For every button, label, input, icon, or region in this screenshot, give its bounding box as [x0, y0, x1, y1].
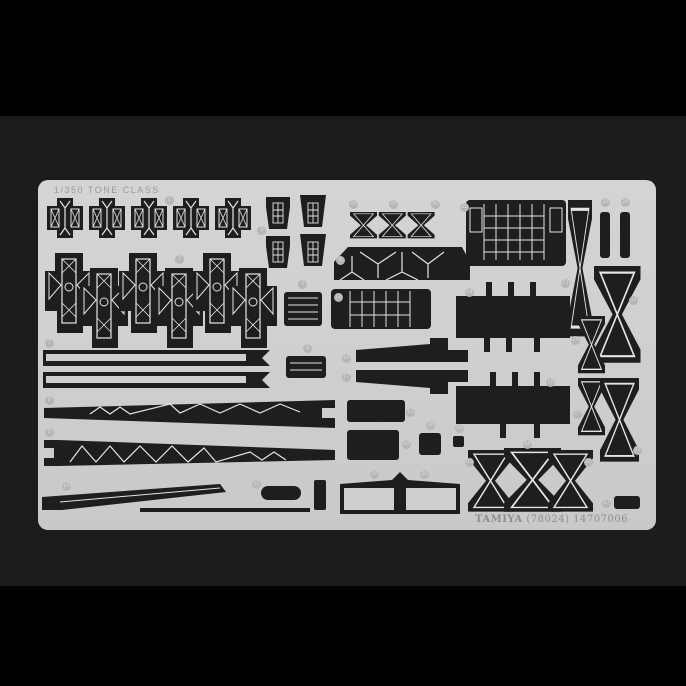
part-24-25-rails: [600, 212, 630, 258]
part-36: [453, 436, 464, 447]
part-number-12: 12: [460, 203, 469, 212]
part-number-34: 34: [523, 440, 532, 449]
part-21-long-hourglass: [566, 198, 594, 338]
part-10-arm: [42, 484, 310, 512]
part-1-frames: [46, 197, 252, 239]
part-28-30-hourglasses: [349, 211, 436, 239]
part-number-11: 11: [252, 480, 261, 489]
part-number-5: 5: [303, 344, 312, 353]
part-number-15: 15: [546, 378, 555, 387]
part-number-27: 27: [573, 410, 582, 419]
part-13-grid: [331, 289, 431, 329]
part-number-1: 1: [165, 196, 174, 205]
part-6-tripods: [334, 247, 470, 281]
part-number-6: 6: [336, 256, 345, 265]
part-number-33: 33: [465, 458, 474, 467]
part-number-32: 32: [633, 446, 642, 455]
part-number-16: 16: [342, 354, 351, 363]
part-number-30: 30: [431, 200, 440, 209]
part-number-26: 26: [571, 336, 580, 345]
part-33-35-frames: [467, 447, 594, 513]
part-number-13: 13: [334, 293, 343, 302]
part-number-35: 35: [584, 458, 593, 467]
part-number-10: 10: [62, 482, 71, 491]
brand-marking: TAMIYA (78024) 14707006: [475, 514, 628, 525]
part-number-17: 17: [342, 373, 351, 382]
part-number-24: 24: [621, 198, 630, 207]
part-37: [614, 496, 640, 509]
part-14-deck: [456, 282, 570, 352]
serial-number: 14707006: [573, 514, 629, 525]
part-number-31: 31: [629, 296, 638, 305]
part-8-crane-boom: [44, 400, 335, 428]
part-7-rails: [43, 350, 270, 388]
scale-class-label: 1/350 TONE CLASS: [54, 185, 160, 195]
part-11-hook: [261, 480, 326, 510]
part-number-21: 21: [561, 279, 570, 288]
part-number-36: 36: [455, 424, 464, 433]
part-number-4: 4: [298, 280, 307, 289]
part-number-2: 2: [175, 255, 184, 264]
item-code: (78024): [526, 514, 570, 525]
part-15-deck: [456, 372, 570, 438]
part-19-20-plates: [340, 472, 460, 514]
part-number-28: 28: [349, 200, 358, 209]
part-number-19: 19: [370, 470, 379, 479]
part-number-29: 29: [389, 200, 398, 209]
part-number-3: 3: [257, 226, 266, 235]
part-number-22: 22: [406, 408, 415, 417]
part-16-17-catapults: [356, 338, 468, 394]
part-9-crane-boom: [44, 440, 335, 466]
part-4-5-racks: [284, 292, 326, 378]
part-18-22-23: [347, 400, 441, 460]
part-3-6-shields: [266, 195, 326, 268]
part-number-14: 14: [465, 288, 474, 297]
part-number-9: 9: [45, 428, 54, 437]
part-number-18: 18: [426, 421, 435, 430]
part-31-hourglass: [592, 264, 642, 364]
part-number-25: 25: [601, 198, 610, 207]
part-number-8: 8: [45, 396, 54, 405]
part-2-towers: [44, 252, 278, 349]
brand-name: TAMIYA: [475, 514, 523, 525]
part-number-20: 20: [420, 470, 429, 479]
part-number-37: 37: [602, 499, 611, 508]
part-number-23: 23: [402, 440, 411, 449]
part-12-grid: [466, 200, 566, 266]
part-number-7: 7: [45, 339, 54, 348]
